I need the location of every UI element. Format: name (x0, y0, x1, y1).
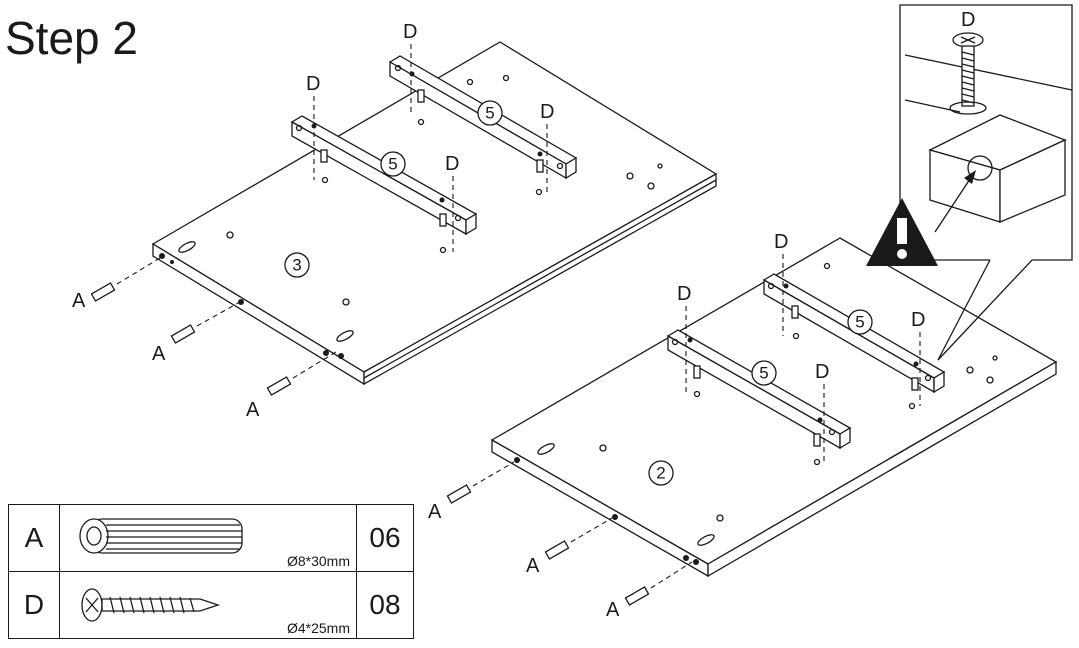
rail-5-back-panel-2: 5 (762, 273, 946, 394)
detail-screw-label: D (961, 9, 975, 31)
screw-callouts-panel-2: D D D D (677, 231, 925, 466)
svg-text:D: D (540, 101, 554, 123)
svg-text:5: 5 (388, 155, 397, 174)
part-quantity: 08 (356, 571, 414, 639)
wooden-dowel-icon (79, 518, 243, 554)
svg-text:D: D (677, 283, 691, 305)
part-dimension: Ø8*30mm (286, 553, 350, 569)
rail-5-label: 5 (485, 104, 494, 123)
svg-text:D: D (911, 309, 925, 331)
dowel-label: A (72, 290, 86, 312)
detail-screw (949, 32, 987, 115)
parts-row-a: A Ø8*30mm 06 (8, 504, 414, 572)
panel-3-number-circle (284, 252, 310, 278)
svg-text:A: A (152, 343, 166, 365)
svg-text:5: 5 (759, 364, 768, 383)
dowel-callouts-panel-3: A A A (72, 257, 337, 421)
screw-label: D (403, 21, 417, 43)
svg-text:D: D (306, 73, 320, 95)
rail-5-back-panel-3: 5 (388, 55, 578, 180)
svg-text:A: A (246, 399, 260, 421)
warning-triangle-icon (866, 198, 938, 266)
detail-callout: D (866, 4, 1073, 361)
svg-text:A: A (428, 501, 442, 523)
screw-callouts-panel-3: D D D D (306, 21, 554, 254)
svg-text:5: 5 (855, 313, 864, 332)
part-image-cell: Ø8*30mm (59, 504, 357, 572)
svg-text:A: A (526, 555, 540, 577)
part-letter: D (8, 571, 60, 639)
svg-text:A: A (606, 599, 620, 621)
rail-5-front-panel-2: 5 (666, 329, 852, 450)
part-letter: A (8, 504, 60, 572)
part-image-cell: Ø4*25mm (59, 571, 357, 639)
parts-row-d: D Ø4*25mm 08 (8, 571, 414, 639)
step-title: Step 2 (5, 12, 138, 64)
panel-2-number: 2 (656, 464, 665, 483)
part-dimension: Ø4*25mm (286, 620, 350, 636)
rail-5-front-panel-3: 5 (290, 115, 478, 236)
panel-3-number: 3 (292, 256, 301, 275)
dowel-callouts-panel-2: A A A (428, 461, 693, 621)
parts-table: A Ø8*30mm 06 D (8, 504, 414, 639)
svg-text:D: D (815, 361, 829, 383)
panel-2-number-circle (648, 460, 674, 486)
svg-text:D: D (445, 153, 459, 175)
part-quantity: 06 (356, 504, 414, 572)
svg-text:D: D (774, 231, 788, 253)
screw-icon (81, 588, 221, 622)
